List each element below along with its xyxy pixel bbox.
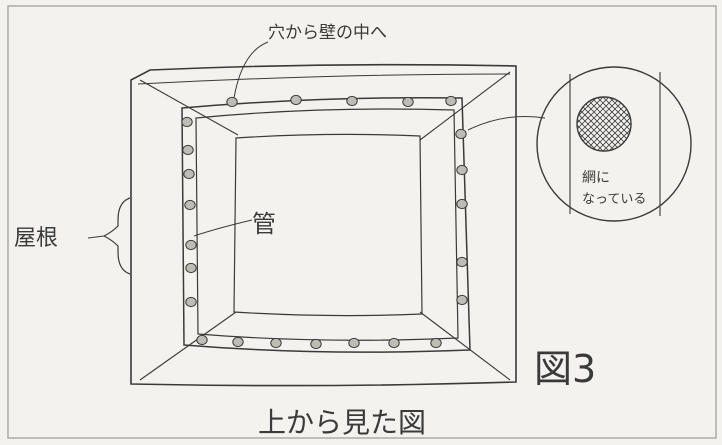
pipe-hole xyxy=(456,198,468,210)
pipe-hole xyxy=(232,336,244,348)
top-note-leader xyxy=(233,41,269,99)
pipe-hole xyxy=(196,334,208,346)
pipe-hole xyxy=(290,94,302,106)
pipe-hole xyxy=(184,199,196,211)
net-hatch-line xyxy=(581,97,631,151)
pipe-hole xyxy=(456,294,468,306)
net-crosshatch xyxy=(577,97,631,151)
net-hatch-line xyxy=(577,97,631,151)
top-note-label: 穴から壁の中へ xyxy=(268,23,387,43)
inner-room-outline xyxy=(233,133,423,317)
roof-outer-outline xyxy=(130,63,517,387)
net-hatch-line xyxy=(577,97,601,151)
pipe-hole xyxy=(185,262,197,274)
net-hatch-line xyxy=(605,97,631,151)
net-hatch-line xyxy=(577,97,613,151)
pipe-hole xyxy=(455,128,467,140)
roof-outer-inner-line xyxy=(137,73,511,85)
net-hatch-line xyxy=(577,97,607,151)
pipe-label: 管 xyxy=(252,210,276,238)
ridge-line-bottom-right xyxy=(419,311,511,381)
roof-label-dash xyxy=(87,235,105,239)
pipe-hole xyxy=(270,337,282,349)
pipe-hole xyxy=(185,239,197,251)
figure-caption: 上から見た図 xyxy=(258,406,426,439)
pipe-hole xyxy=(456,256,468,268)
pipe-hole xyxy=(430,337,442,349)
figure-number: 図3 xyxy=(534,347,596,391)
net-hatch-line xyxy=(577,97,601,151)
pipe-hole xyxy=(185,296,197,308)
pipe-hole xyxy=(348,337,360,349)
net-label-line1: 網に xyxy=(582,170,610,186)
page-frame xyxy=(7,5,717,439)
pipe-hole xyxy=(181,116,193,128)
pipe-hole xyxy=(456,164,468,176)
pipe-inner-line xyxy=(195,108,459,341)
pipe-hole xyxy=(346,95,358,107)
magnifier-circle xyxy=(536,66,692,222)
pipe-holes xyxy=(181,94,468,350)
pipe-hole xyxy=(402,96,414,108)
pipe-hole xyxy=(226,96,238,108)
net-hatch-line xyxy=(577,97,595,151)
pipe-hole xyxy=(310,338,322,350)
net-hatch-line xyxy=(577,97,595,151)
net-hatch-line xyxy=(587,97,631,151)
net-hatch-line xyxy=(593,97,631,151)
ridge-line-top-right xyxy=(419,71,511,141)
pipe-hole xyxy=(388,337,400,349)
net-label-line2: なっている xyxy=(582,192,646,207)
pipe-outer-line xyxy=(181,96,471,353)
net-hatch-line xyxy=(605,97,631,151)
net-hatch-line xyxy=(577,97,619,151)
roof-label: 屋根 xyxy=(14,226,58,251)
pipe-hole xyxy=(182,144,194,156)
pipe-hole xyxy=(445,95,457,107)
pipe-hole xyxy=(183,168,195,180)
net-hatch-line xyxy=(599,97,631,151)
net-hatch-line xyxy=(577,97,607,151)
net-hole xyxy=(576,96,632,152)
pipe-leader xyxy=(193,219,253,237)
net-hatch-line xyxy=(577,97,625,151)
magnifier-leader xyxy=(467,116,546,131)
roof-brace xyxy=(102,197,131,275)
